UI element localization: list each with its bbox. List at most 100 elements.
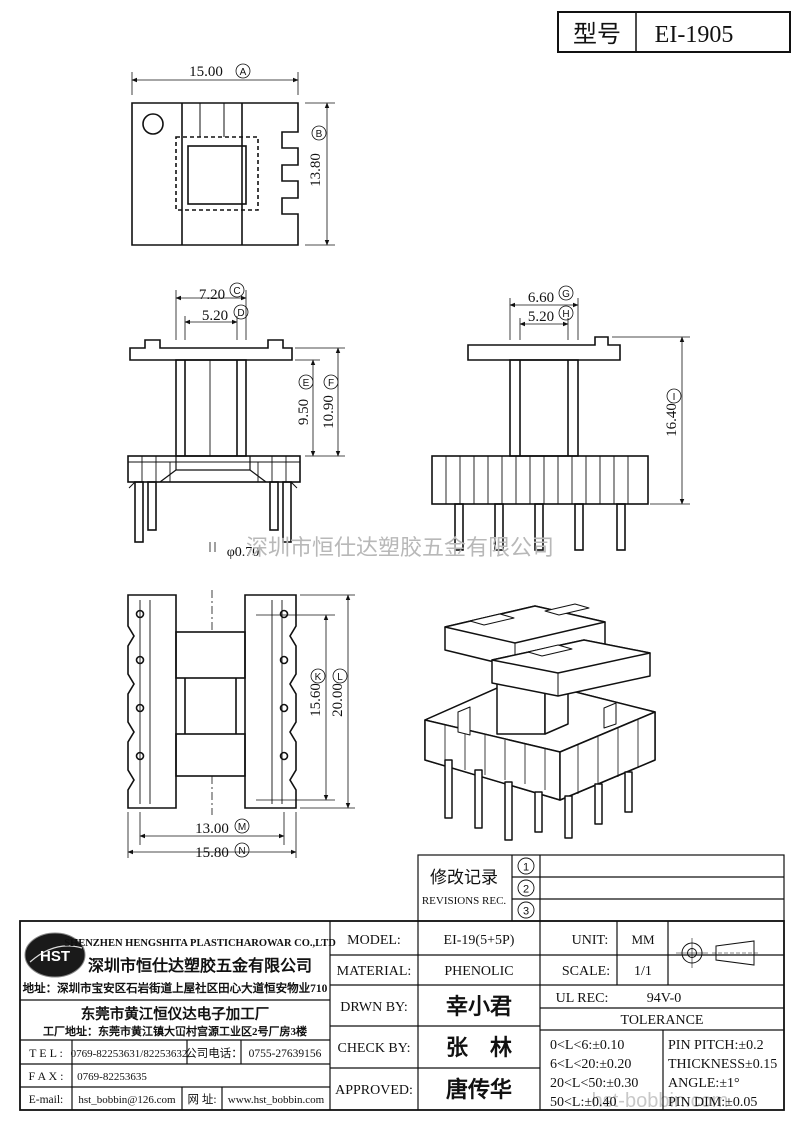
svg-text:L: L [337, 672, 343, 683]
tolerance-right-1: PIN PITCH:±0.2 [668, 1038, 764, 1053]
tolerance-left-4: 50<L:±0.40 [550, 1095, 617, 1110]
dim-13-00: 13.00 [195, 821, 229, 837]
svg-text:C: C [233, 286, 240, 297]
drawn-by-label: DRWN BY: [340, 1000, 408, 1015]
dim-5-20: 5.20 [202, 308, 228, 324]
tel-value: 0769-82253631/82253632 [71, 1048, 188, 1060]
dim-16-40: 16.40 [664, 403, 680, 437]
revisions-block [417, 854, 785, 922]
svg-text:E: E [303, 378, 310, 389]
svg-text:B: B [316, 129, 323, 140]
revisions-title-en: REVISIONS REC. [422, 895, 507, 907]
tolerance-left-2: 6<L<20:±0.20 [550, 1057, 631, 1072]
tag-k: K [310, 668, 326, 684]
dim-20-00: 20.00 [330, 683, 346, 717]
dim-9-50: 9.50 [296, 399, 312, 425]
revisions-title-cn: 修改记录 [430, 868, 498, 887]
tag-n: N [234, 842, 250, 858]
dim-5-20-side: 5.20 [528, 309, 554, 325]
scale-value: 1/1 [634, 964, 652, 979]
email-label: E-mail: [29, 1094, 64, 1106]
ul-rec-label: UL REC: [556, 991, 609, 1006]
scale-label: SCALE: [562, 964, 610, 979]
dim-15-80: 15.80 [195, 845, 229, 861]
dim-10-90: 10.90 [321, 395, 337, 429]
tag-l: L [332, 668, 348, 684]
logo-text: HST [40, 948, 70, 965]
tag-c: C [229, 282, 245, 298]
svg-text:I: I [673, 392, 676, 403]
revision-row-2: 2 [517, 879, 535, 897]
revision-row-3: 3 [517, 901, 535, 919]
dim-13-80: 13.80 [308, 153, 324, 187]
model-label: MODEL: [347, 933, 401, 948]
web-label: 网 址: [187, 1092, 216, 1106]
company-logo: HST [24, 932, 86, 978]
check-by-value: 张 林 [446, 1035, 512, 1060]
projection-symbol-icon [676, 938, 760, 968]
top-view [131, 72, 335, 246]
svg-text:3: 3 [523, 906, 529, 918]
title-block-grid [19, 920, 785, 1111]
dim-15-60: 15.60 [308, 683, 324, 717]
company-tel-value: 0755-27639156 [249, 1048, 322, 1060]
revision-row-1: 1 [517, 857, 535, 875]
svg-text:K: K [315, 672, 322, 683]
tolerance-right-2: THICKNESS±0.15 [668, 1057, 777, 1072]
tolerance-left-3: 20<L<50:±0.30 [550, 1076, 638, 1091]
front-view [127, 290, 345, 552]
watermark-company: 深圳市恒仕达塑胶五金有限公司 [246, 535, 554, 560]
tag-b: B [311, 125, 327, 141]
tolerance-right-4: PIN DIM:±0.05 [668, 1095, 757, 1110]
email-value: hst_bobbin@126.com [78, 1094, 176, 1106]
bottom-view [127, 590, 355, 858]
tag-e: E [298, 374, 314, 390]
dim-7-20: 7.20 [199, 287, 225, 303]
tag-d: D [233, 304, 249, 320]
svg-text:M: M [238, 822, 246, 833]
watermark-site: hst-bobbin.com [592, 1090, 729, 1112]
check-by-label: CHECK BY: [337, 1041, 410, 1056]
tag-a: A [235, 63, 251, 79]
tag-m: M [234, 818, 250, 834]
dim-pin-diameter: φ0.70 [227, 545, 260, 560]
model-value: EI-19(5+5P) [444, 933, 515, 948]
company-tel-label: 公司电话： [185, 1047, 243, 1060]
svg-text:D: D [237, 308, 244, 319]
company-name-cn: 深圳市恒仕达塑胶五金有限公司 [88, 956, 312, 975]
drawn-by-value: 幸小君 [446, 994, 512, 1019]
tolerance-left-1: 0<L<6:±0.10 [550, 1038, 624, 1053]
tag-f: F [323, 374, 339, 390]
svg-text:2: 2 [523, 884, 529, 896]
svg-text:H: H [562, 309, 569, 320]
dim-6-60: 6.60 [528, 290, 554, 306]
tel-label: T E L : [29, 1046, 63, 1060]
unit-value: MM [631, 932, 655, 947]
material-value: PHENOLIC [444, 964, 513, 979]
svg-text:F: F [328, 378, 334, 389]
isometric-view [424, 603, 656, 841]
side-view [431, 298, 690, 551]
tag-g: G [558, 285, 574, 301]
approved-label: APPROVED: [335, 1083, 413, 1098]
fax-label: F A X : [28, 1069, 63, 1083]
material-label: MATERIAL: [337, 964, 412, 979]
fax-value: 0769-82253635 [77, 1071, 147, 1083]
web-value: www.hst_bobbin.com [228, 1094, 325, 1106]
company-name-en: SHENZHEN HENGSHITA PLASTICHAROWAR CO.,LT… [64, 938, 336, 949]
company-address: 地址：深圳市宝安区石岩街道上屋社区田心大道恒安物业710 [23, 981, 328, 995]
svg-text:N: N [238, 846, 245, 857]
tag-h: H [558, 305, 574, 321]
title-box: 型号 EI-1905 [557, 11, 791, 53]
tag-i: I [666, 388, 682, 404]
factory-name: 东莞市黄江恒仪达电子加工厂 [81, 1005, 270, 1023]
dim-15-00: 15.00 [189, 64, 223, 80]
factory-address: 工厂地址：东莞市黄江镇大冚村宫源工业区2号厂房3楼 [43, 1024, 307, 1038]
approved-value: 唐传华 [446, 1077, 512, 1102]
model-number: EI-1905 [655, 22, 734, 48]
tolerance-right-3: ANGLE:±1° [668, 1076, 740, 1091]
unit-label: UNIT: [572, 933, 609, 948]
svg-text:G: G [562, 289, 570, 300]
svg-text:1: 1 [523, 862, 529, 874]
